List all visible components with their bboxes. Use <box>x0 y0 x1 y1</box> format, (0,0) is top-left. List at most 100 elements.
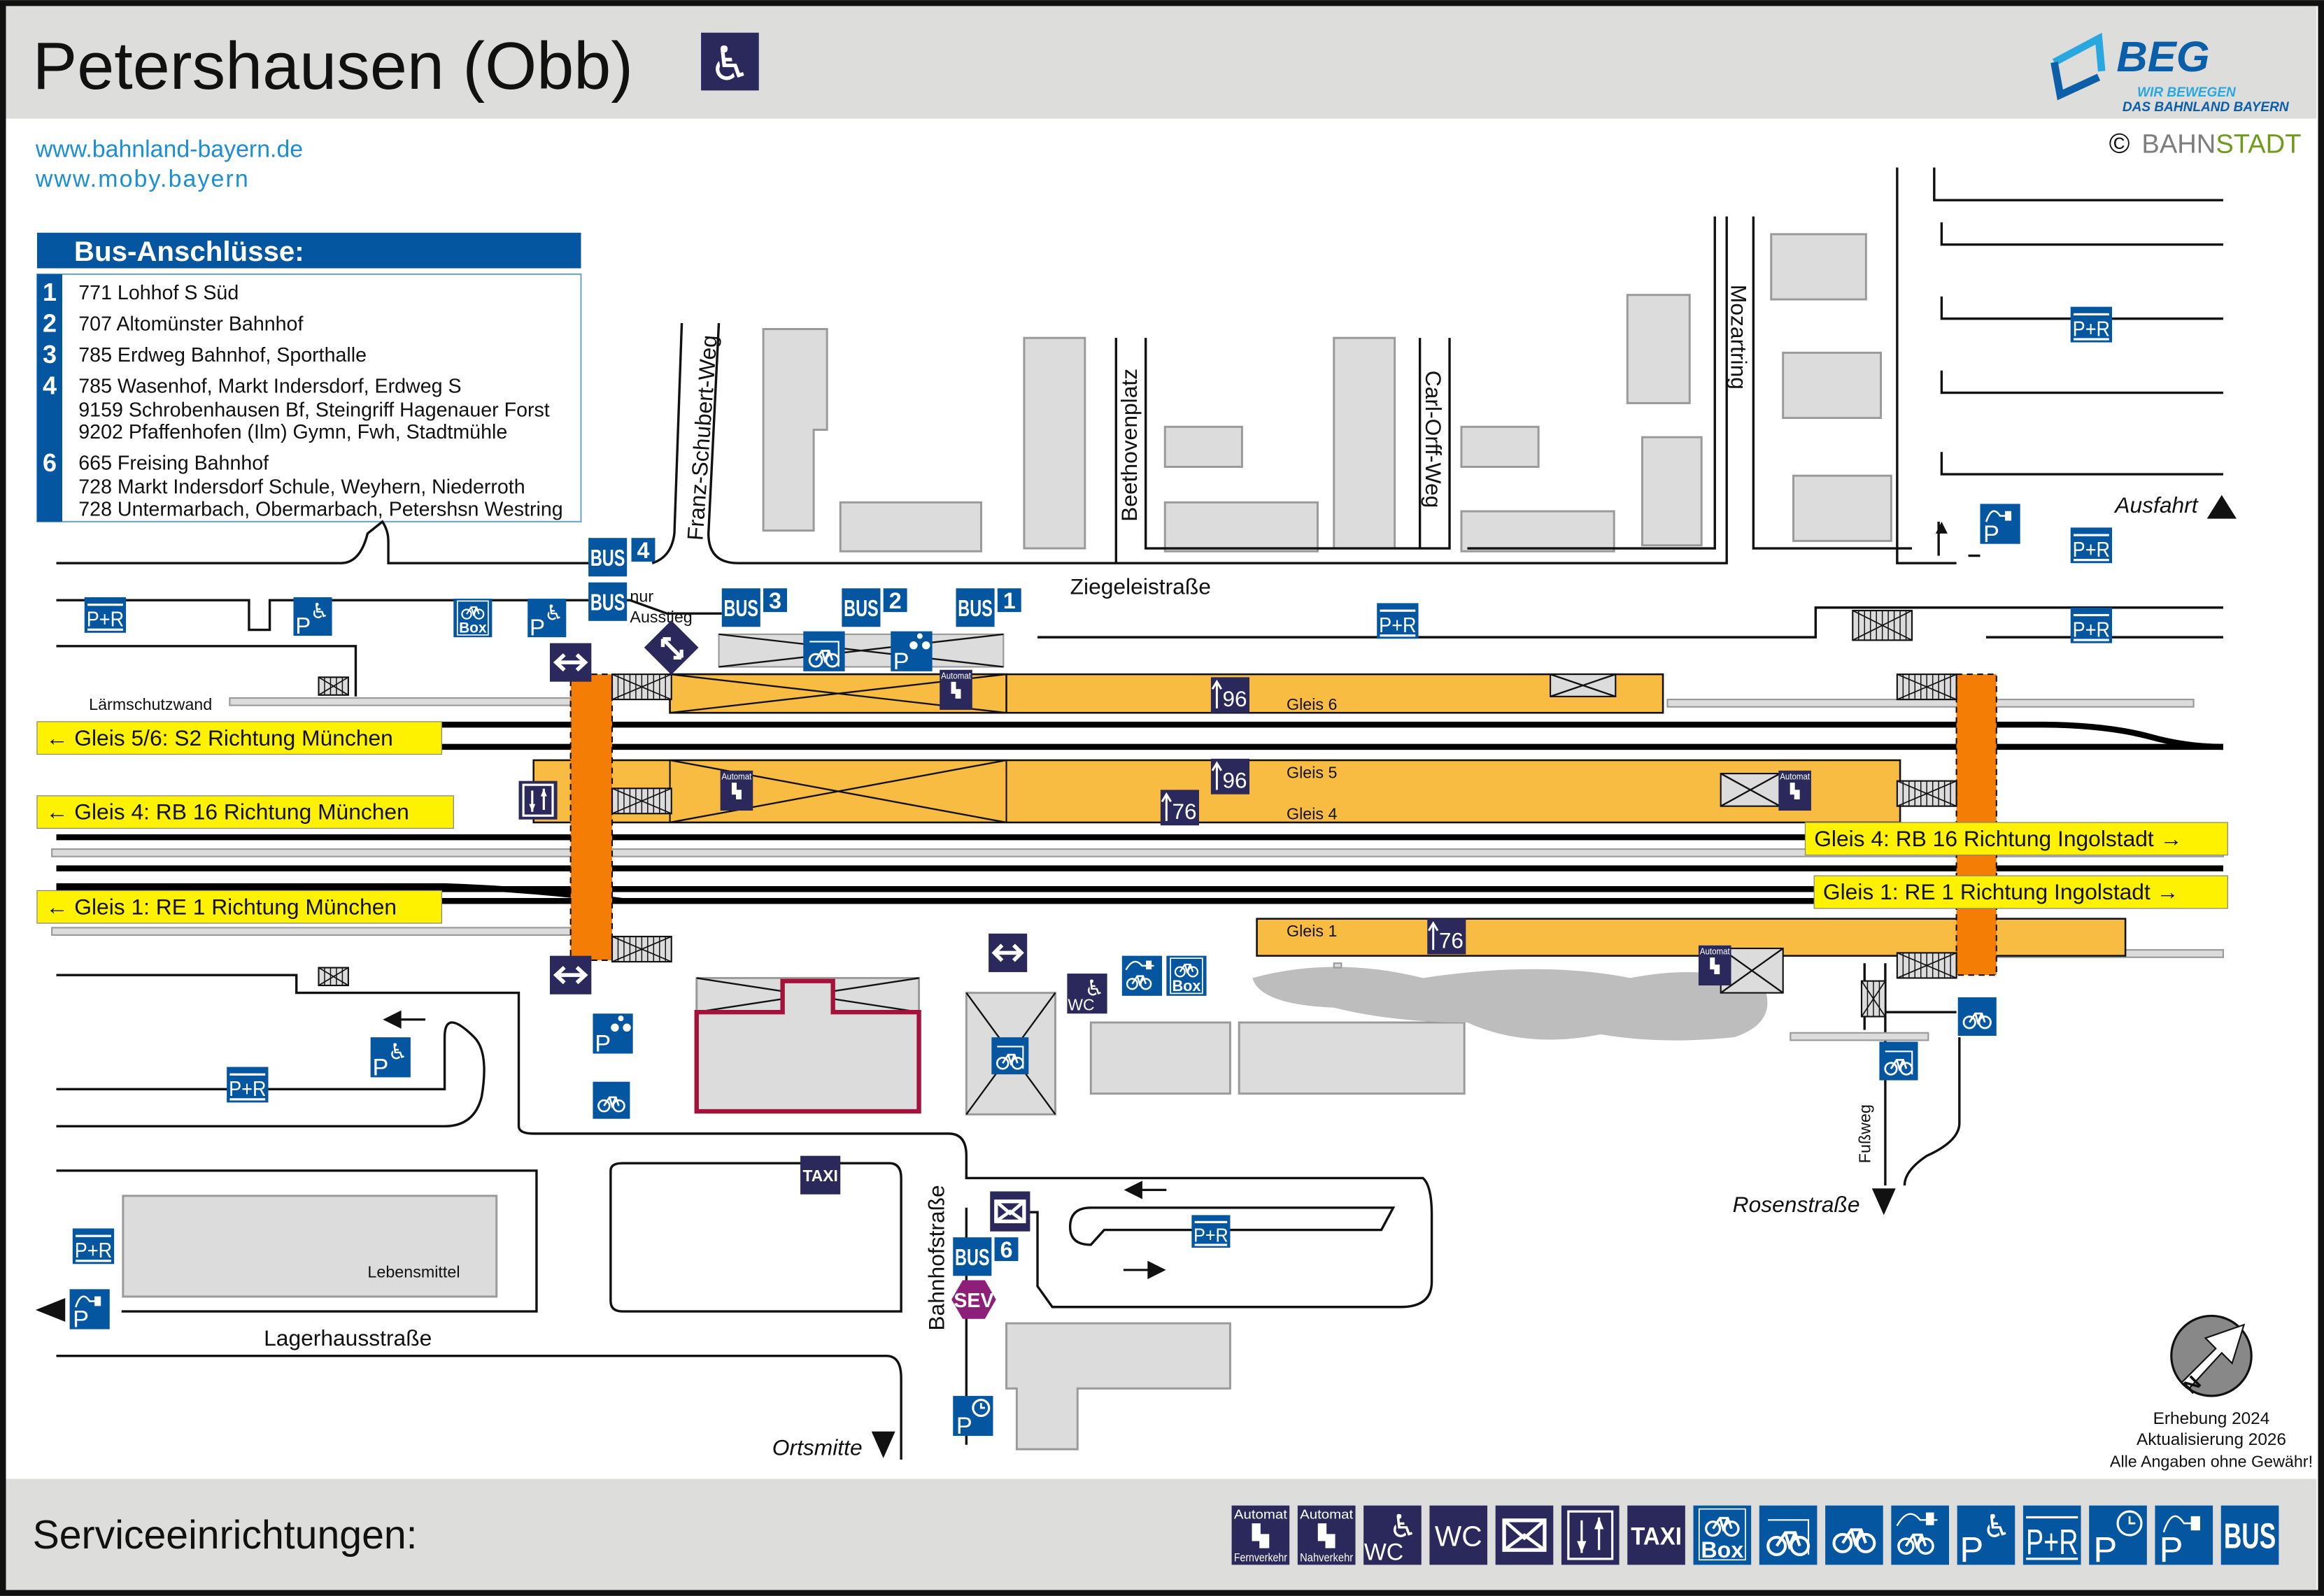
bus-line: 728 Untermarbach, Obermarbach, Petershsn… <box>78 498 562 520</box>
street-fussweg: Fußweg <box>1856 1104 1874 1163</box>
bus-connections-panel: Bus-Anschlüsse: 1 2 3 4 6 771 Lohhof S S… <box>36 232 582 522</box>
link-moby-bayern[interactable]: www.moby.bayern <box>35 166 250 192</box>
arrow-left-icon <box>1124 1181 1167 1199</box>
bicycle-parking-icon <box>1957 997 1997 1036</box>
stairs-icon <box>611 936 672 963</box>
update-note: Aktualisierung 2026 <box>2137 1430 2286 1449</box>
accessible-parking-icon: P♿ <box>527 599 567 641</box>
mailbox-icon <box>1495 1505 1554 1565</box>
header-band <box>4 4 2317 119</box>
services-title: Serviceeinrichtungen: <box>33 1513 418 1558</box>
bus-line: 728 Markt Indersdorf Schule, Weyhern, Ni… <box>78 476 525 499</box>
ticket-machine-icon: Automat <box>1698 945 1731 986</box>
bus-stop-number: 1 <box>43 278 57 306</box>
stairs-icon <box>1852 609 1913 641</box>
survey-note: Erhebung 2024 <box>2153 1409 2270 1428</box>
accessible-parking-icon: P♿ <box>1957 1505 2015 1569</box>
street-rosenstrasse: Rosenstraße <box>1733 1192 1860 1217</box>
stairs-icon <box>611 788 672 815</box>
ticket-machine-icon: Automat <box>720 770 753 811</box>
sign-label: P <box>2160 1530 2183 1569</box>
sign-label: 76 <box>1172 799 1197 824</box>
link-bahnland-bayern[interactable]: www.bahnland-bayern.de <box>35 136 303 163</box>
buildings <box>122 233 1892 1451</box>
stairs-icon <box>318 967 349 987</box>
svg-text:♿: ♿ <box>709 36 751 92</box>
platform-length-icon: 76 <box>1427 918 1466 955</box>
covered-bicycle-parking-icon <box>1759 1505 1818 1565</box>
bus-stop-icon: BUS <box>2220 1505 2279 1565</box>
arrow-left-icon <box>35 1298 66 1322</box>
sign-label: 76 <box>1439 927 1464 953</box>
sign-label: P <box>595 1031 611 1057</box>
park-and-ride-icon: P+R <box>1377 603 1419 639</box>
svg-text:www.bahnland-bayern.de: www.bahnland-bayern.de <box>35 136 303 163</box>
mailbox-icon <box>990 1191 1030 1232</box>
underpass-direction-icon <box>550 643 592 682</box>
accessible-toilet-icon: WC♿ <box>1067 974 1107 1014</box>
sign-label: BUS <box>844 596 879 622</box>
motorcycle-parking-icon: P <box>593 1013 633 1057</box>
sign-label: WC <box>1364 1539 1403 1566</box>
sign-label: WC <box>1435 1520 1482 1552</box>
arrow-down-icon <box>871 1431 895 1458</box>
street-mozartring: Mozartring <box>1727 285 1752 390</box>
bus-line: 771 Lohhof S Süd <box>78 282 239 304</box>
svg-text:DAS BAHNLAND BAYERN: DAS BAHNLAND BAYERN <box>2123 100 2290 115</box>
sign-label: P+R <box>87 608 124 632</box>
short-term-parking-icon: P <box>953 1395 993 1439</box>
sign-label: P+R <box>229 1077 266 1101</box>
street-bahnhofstrasse: Bahnhofstraße <box>924 1185 949 1330</box>
bus-stop-icon: BUS <box>842 588 881 627</box>
motorcycle-parking-icon: P <box>891 631 933 675</box>
park-and-ride-icon: P+R <box>1191 1215 1231 1248</box>
bicycle-parking-icon <box>1825 1505 1883 1565</box>
bus-stop-number-icon: 2 <box>883 588 907 613</box>
platform-gleis-6 <box>669 673 1664 714</box>
sign-label: P+R <box>2073 538 2110 562</box>
covered-bicycle-parking-icon <box>991 1037 1029 1075</box>
bus-stop-number: 4 <box>43 371 57 400</box>
bus-connections-title: Bus-Anschlüsse: <box>74 236 304 267</box>
sign-label: BUS <box>955 1245 990 1271</box>
arrow-left-icon <box>383 1010 426 1029</box>
sign-label: Box <box>459 620 487 636</box>
sign-label: P+R <box>1379 613 1416 637</box>
park-and-ride-icon: P+R <box>2070 527 2113 564</box>
supermarket-label: Lebensmittel <box>367 1262 460 1281</box>
arrow-right-icon <box>1123 1260 1166 1279</box>
street-lagerhausstrasse: Lagerhausstraße <box>264 1325 432 1351</box>
sign-label: P+R <box>2073 317 2110 341</box>
sign-label: P <box>1983 521 1999 548</box>
bicycle-parking-icon <box>593 1081 630 1119</box>
short-term-parking-icon: P <box>2089 1505 2147 1569</box>
sign-label: P+R <box>1193 1225 1228 1246</box>
elevator-icon <box>1561 1505 1620 1565</box>
arrow-up-icon <box>1935 521 1948 534</box>
svg-text:Gleis 4: RB 16 Richtung Ingols: Gleis 4: RB 16 Richtung Ingolstadt → <box>1814 826 2182 851</box>
bus-stop-number-icon: 3 <box>763 588 787 613</box>
platform-label: Gleis 4 <box>1287 805 1338 823</box>
bus-stop-icon: BUS <box>588 582 628 621</box>
park-and-ride-icon: P+R <box>84 597 127 633</box>
sign-label: 3 <box>769 588 781 613</box>
arrow-up-icon <box>2206 494 2237 519</box>
platform-length-icon: 96 <box>1210 758 1249 795</box>
svg-text:BEG: BEG <box>2116 33 2209 81</box>
stairs-icon <box>1860 980 1886 1018</box>
sign-label: Automat <box>1300 1506 1354 1521</box>
sign-label: P <box>530 615 545 641</box>
sign-label: P <box>73 1306 89 1333</box>
park-and-ride-icon: P+R <box>227 1067 269 1103</box>
direction-rb16-ingolstadt: Gleis 4: RB 16 Richtung Ingolstadt → <box>1804 822 2228 856</box>
underpass-direction-icon <box>989 933 1028 972</box>
ev-charging-parking-icon: P <box>69 1289 110 1333</box>
exit-only-icon <box>644 620 699 675</box>
sign-label: ♿ <box>1084 976 1104 1002</box>
station-building <box>694 978 921 1114</box>
sign-label: 96 <box>1223 686 1247 711</box>
svg-text:← Gleis 4: RB 16 Richtung Münc: ← Gleis 4: RB 16 Richtung München <box>46 799 409 825</box>
sign-label: SEV <box>954 1290 993 1312</box>
